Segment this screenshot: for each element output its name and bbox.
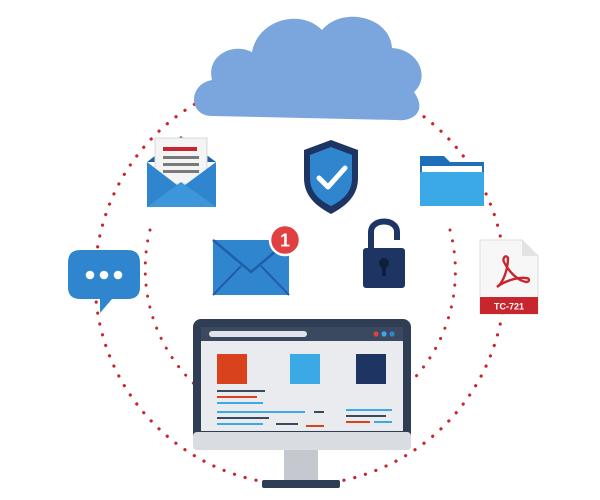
padlock-icon [363,218,405,288]
monitor-stand-neck [284,448,318,482]
browser-dot-blue [381,331,387,337]
browser-address-bar [209,331,307,337]
screen-block-red [217,354,247,384]
pdf-file-code: TC-721 [494,302,524,312]
notification-count: 1 [280,231,290,251]
browser-dot-red [373,331,379,337]
screen-block-navy [356,354,386,384]
monitor-stand-base [262,480,340,488]
chat-bubble-icon [68,250,140,313]
open-envelope-letter-icon [147,136,216,207]
cloud-icon [194,16,422,121]
desktop-monitor [193,319,411,488]
monitor-chin [193,432,411,450]
notification-badge: 1 [268,223,302,257]
folder-icon [420,156,484,206]
pdf-file-icon: TC-721 [479,239,539,315]
screen-block-blue [290,354,320,384]
screen-text-lines [217,390,392,427]
browser-dot-darkblue [389,331,395,337]
shield-check-icon [304,140,358,214]
